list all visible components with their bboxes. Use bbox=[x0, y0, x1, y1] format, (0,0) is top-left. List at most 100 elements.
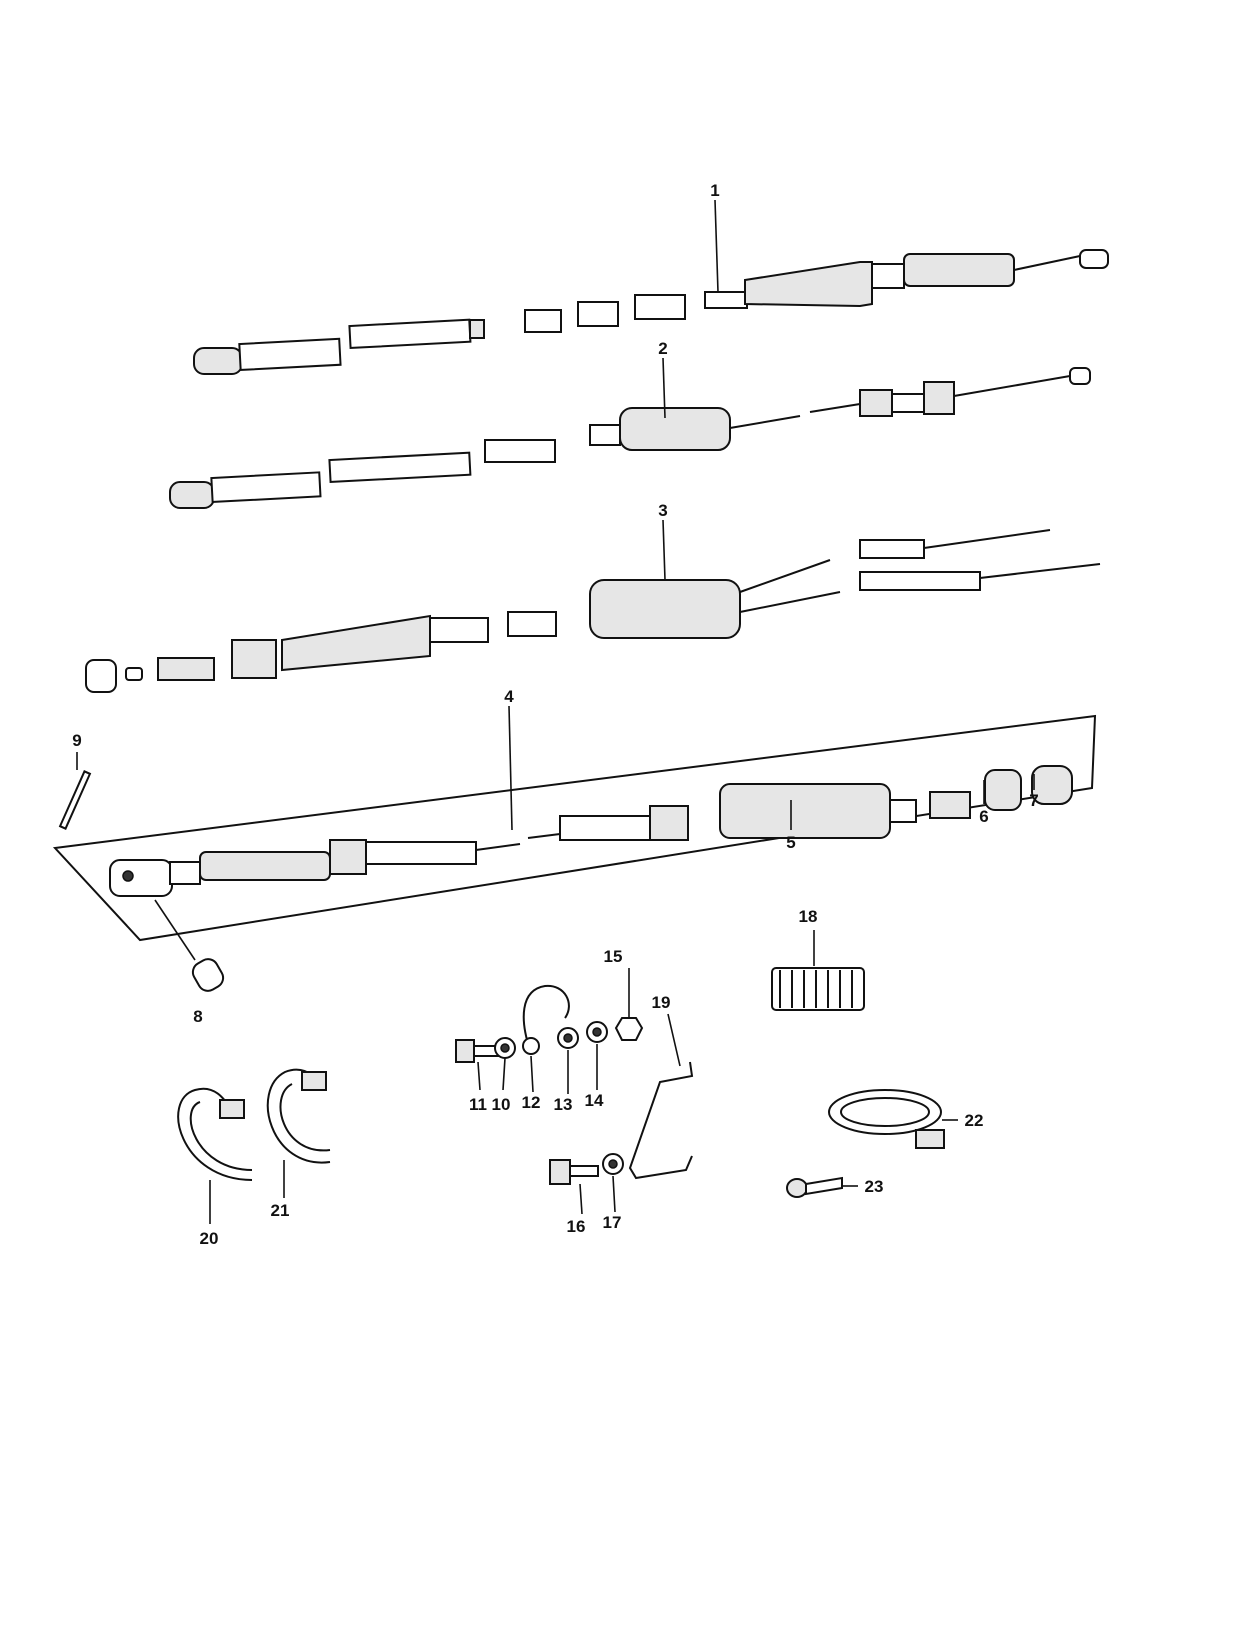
part-7-end bbox=[1031, 765, 1073, 805]
part-12-hook bbox=[522, 984, 570, 1051]
callout-9: 9 bbox=[72, 731, 81, 750]
leader-12 bbox=[530, 1055, 534, 1093]
leader-4 bbox=[508, 705, 513, 831]
callout-8: 8 bbox=[193, 1007, 202, 1026]
part-16-bolt-head bbox=[549, 1159, 571, 1185]
cable-3-upper-seg bbox=[859, 539, 925, 559]
assembly-4-wire-b bbox=[527, 833, 561, 839]
cable-1-sheath-b bbox=[348, 318, 472, 350]
cable-2-lock-nut bbox=[923, 381, 955, 415]
part-9-cotter-pin bbox=[58, 770, 92, 830]
hardware-group bbox=[455, 984, 694, 1185]
assembly-4-wire-a bbox=[475, 843, 521, 851]
part-21-tab bbox=[301, 1071, 327, 1091]
callout-2: 2 bbox=[658, 339, 667, 358]
leader-19 bbox=[667, 1013, 681, 1067]
spring-body bbox=[771, 967, 865, 1011]
callout-5: 5 bbox=[786, 833, 795, 852]
callout-19: 19 bbox=[652, 993, 671, 1012]
part-23-screw-shank bbox=[805, 1176, 843, 1196]
part-6-barrel bbox=[984, 769, 1022, 811]
cable-3-upper-wire bbox=[923, 529, 1051, 549]
part-19-bracket-wire bbox=[628, 1061, 694, 1180]
callout-18: 18 bbox=[799, 907, 818, 926]
cable-1-tip bbox=[1079, 249, 1109, 269]
part-22-clamp-screw bbox=[915, 1129, 945, 1149]
cable-2-wire-a bbox=[729, 415, 801, 429]
clevis-hole bbox=[122, 870, 134, 882]
leader-1 bbox=[714, 199, 719, 293]
callout-21: 21 bbox=[271, 1201, 290, 1220]
part-15-nut bbox=[614, 1017, 644, 1041]
cable-1-seg-e bbox=[634, 294, 686, 320]
assembly-4-bellows bbox=[719, 783, 891, 839]
cable-1-nut bbox=[871, 263, 905, 289]
leader-8 bbox=[154, 899, 196, 961]
assembly-4-nut bbox=[329, 839, 367, 875]
part-20-band-inner bbox=[189, 1101, 253, 1171]
part-23-screw-head bbox=[786, 1178, 808, 1198]
cable-1-seg-f bbox=[704, 291, 748, 309]
assembly-4-box bbox=[52, 714, 1097, 942]
assembly-4-tube-b bbox=[559, 815, 651, 841]
callout-17: 17 bbox=[603, 1213, 622, 1232]
cable-2-collar bbox=[589, 424, 621, 446]
part-21-band-inner bbox=[279, 1083, 331, 1152]
cable-2 bbox=[169, 367, 1091, 509]
cable-1-wire bbox=[1013, 255, 1081, 271]
brake-bands bbox=[177, 1068, 331, 1181]
leader-3 bbox=[662, 519, 666, 581]
clamp-group bbox=[786, 1089, 945, 1198]
part-12-eye bbox=[522, 1037, 540, 1055]
clevis-thread bbox=[199, 851, 331, 881]
leader-11 bbox=[477, 1061, 481, 1091]
assembly-4-tube bbox=[365, 841, 477, 865]
callout-11: 11 bbox=[469, 1095, 487, 1114]
callout-7: 7 bbox=[1029, 791, 1038, 810]
cable-3-nut bbox=[231, 639, 277, 679]
callout-1: 1 bbox=[710, 181, 719, 200]
cable-3 bbox=[85, 529, 1101, 693]
cable-2-sheath-b bbox=[328, 451, 472, 484]
callout-12: 12 bbox=[522, 1093, 541, 1112]
cable-1-housing bbox=[744, 261, 873, 308]
cable-3-housing-a bbox=[281, 614, 431, 672]
assembly-4-outline bbox=[52, 714, 1097, 942]
cable-3-thread bbox=[157, 657, 215, 681]
cable-2-adjuster-nut bbox=[859, 389, 893, 417]
cable-3-lower-wire bbox=[979, 563, 1101, 579]
callout-20: 20 bbox=[200, 1229, 219, 1248]
cable-2-tip bbox=[1069, 367, 1091, 385]
leader-lines bbox=[76, 199, 1035, 1224]
cable-2-wire-b bbox=[809, 403, 861, 413]
part-18-spring bbox=[771, 967, 865, 1011]
part-16-bolt-shank bbox=[569, 1165, 599, 1177]
cable-3-seg-c bbox=[507, 611, 557, 637]
part-13-washer-hole bbox=[563, 1033, 573, 1043]
callout-13: 13 bbox=[554, 1095, 573, 1114]
cable-3-seg-b bbox=[429, 617, 489, 643]
part-22-clamp-ring bbox=[828, 1089, 942, 1135]
cable-1-seg-d bbox=[577, 301, 619, 327]
callout-22: 22 bbox=[965, 1111, 984, 1130]
cable-2-wire-c bbox=[953, 375, 1071, 397]
cable-3-branch-upper bbox=[739, 559, 831, 593]
clevis bbox=[109, 859, 173, 897]
callout-numbers: 1 2 3 4 5 6 7 8 9 10 11 12 13 14 15 16 1… bbox=[72, 181, 1038, 1248]
leader-2 bbox=[662, 357, 666, 419]
cable-3-branch-lower bbox=[739, 591, 841, 613]
callout-4: 4 bbox=[504, 687, 514, 706]
leader-10 bbox=[502, 1057, 506, 1091]
cable-3-nipple bbox=[125, 667, 143, 681]
assembly-4-thread-end bbox=[889, 799, 917, 823]
cable-3-junction bbox=[589, 579, 741, 639]
leader-16 bbox=[579, 1183, 583, 1215]
callout-15: 15 bbox=[604, 947, 623, 966]
part-10-washer-hole bbox=[500, 1043, 510, 1053]
part-20-band-outer bbox=[177, 1087, 253, 1181]
clevis-neck bbox=[169, 861, 201, 885]
leader-17 bbox=[612, 1175, 616, 1213]
cable-2-seg-c bbox=[484, 439, 556, 463]
part-8-clevis-pin bbox=[191, 958, 225, 992]
